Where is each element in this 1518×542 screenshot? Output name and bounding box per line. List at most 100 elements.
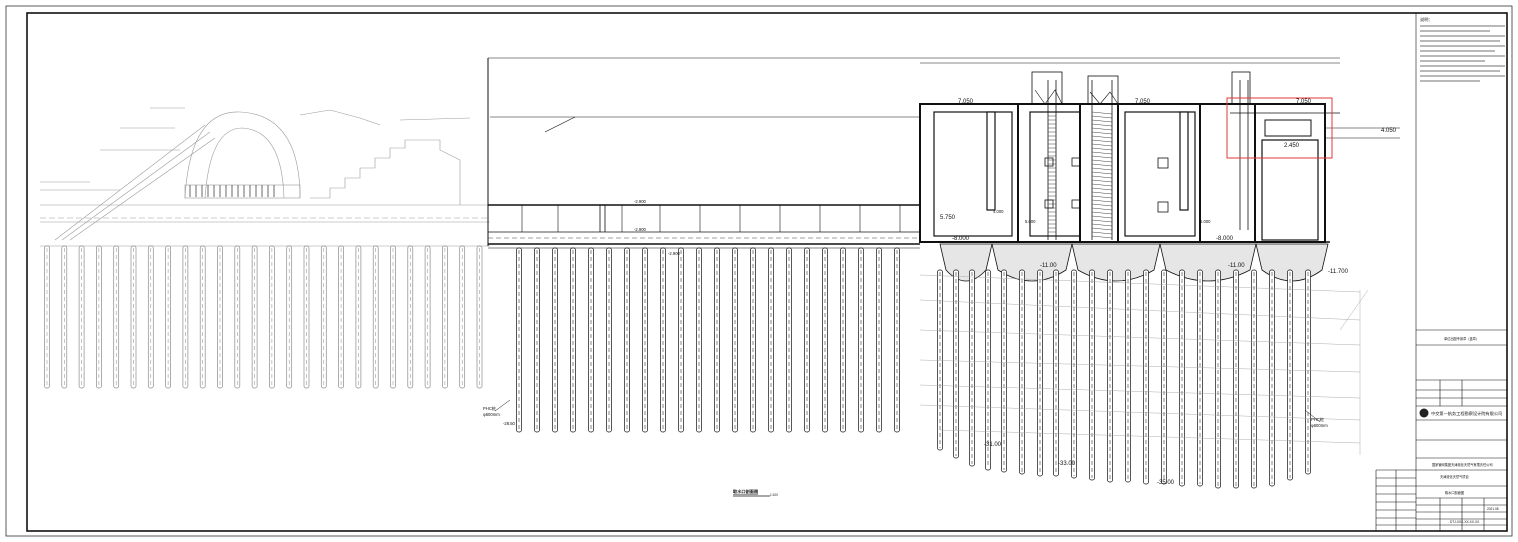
pile-tip-left: -28.50 [503, 421, 516, 426]
pile-left [130, 245, 137, 389]
elev-bottom-2: -8.000 [1216, 236, 1234, 242]
pile-tip-2: -33.00 [1058, 461, 1076, 467]
pile-middle [570, 247, 576, 433]
right-pile-group [937, 269, 1311, 489]
drawing-number: DTJ-XXX-XX-XX-XX [1450, 520, 1480, 524]
section-title: 取水口剖面图 [733, 488, 758, 495]
pile-middle [516, 247, 522, 433]
pile-left [182, 245, 189, 389]
pile-right [1089, 269, 1095, 481]
pile-middle [732, 247, 738, 433]
pile-left [442, 245, 448, 389]
pile-tip-1: -31.00 [984, 442, 1002, 448]
pile-middle [840, 247, 846, 433]
pile-left [251, 245, 258, 389]
outer-frame [5, 5, 1513, 537]
client-name: 国家管网集团天津液化天然气有限责任公司 [1432, 462, 1493, 467]
pile-middle [822, 247, 828, 433]
elev-top-left: 7.050 [958, 99, 974, 105]
pile-left [320, 245, 327, 389]
pile-middle [678, 247, 684, 433]
pile-middle [660, 247, 666, 433]
pile-left [96, 245, 102, 389]
left-ramp-structure [40, 107, 490, 247]
pile-tip-3: -35.00 [1157, 480, 1175, 486]
elev-d: 5.000 [1200, 219, 1211, 224]
pile-left [234, 245, 241, 389]
elev-base-2: -11.00 [1228, 263, 1245, 269]
middle-pile-group [516, 247, 900, 433]
pile-middle [624, 247, 630, 433]
pile-left [78, 245, 85, 389]
pile-note-right-type: PHC桩 [1311, 416, 1324, 423]
pile-note-left-dia: φ600mm [483, 412, 500, 417]
left-ramp-ribs [189, 185, 275, 197]
pile-middle [786, 247, 792, 433]
pile-left [355, 245, 362, 389]
pile-left [424, 245, 431, 389]
pile-left [338, 245, 344, 389]
pile-left [476, 245, 483, 389]
pile-left [459, 245, 466, 389]
drawing-name: 取水口剖面图 [1445, 490, 1464, 495]
pile-note-leader-right [1304, 409, 1321, 423]
inner-frame [26, 12, 1508, 532]
pile-left [372, 245, 379, 389]
pile-right [969, 269, 975, 467]
leader-lines [919, 274, 1369, 455]
pile-left [44, 245, 50, 389]
section-scale: 1:100 [770, 493, 778, 497]
pile-left [303, 245, 310, 389]
pile-left [165, 245, 171, 389]
pile-middle [552, 247, 558, 433]
elev-right-side: 4.050 [1381, 128, 1397, 134]
notes-lines [1420, 25, 1505, 82]
notes-header: 说明： [1420, 16, 1433, 23]
slab-elev-3: -2.900 [668, 251, 681, 256]
pile-middle [534, 247, 540, 433]
pile-middle [894, 247, 900, 433]
elev-base-right: -11.700 [1328, 269, 1349, 275]
ladder-rungs [1048, 111, 1113, 239]
pump-house [919, 71, 1400, 243]
pile-right [1125, 269, 1131, 483]
pile-middle [588, 247, 594, 433]
channel-section [487, 57, 1340, 249]
drawing-date: 2021.08 [1487, 507, 1499, 511]
highlight-box [1226, 97, 1333, 159]
elev-a: 5.750 [940, 215, 956, 221]
pile-left [217, 245, 223, 389]
slab-elev-1: -2.900 [634, 199, 647, 204]
left-pile-group [44, 245, 483, 389]
stamp-label: 单位出图专用章（盖章） [1444, 336, 1479, 341]
pile-left [286, 245, 293, 389]
pile-note-right-dia: φ600mm [1311, 423, 1328, 428]
pile-left [61, 245, 68, 389]
pile-middle [768, 247, 774, 433]
pile-left [199, 245, 206, 389]
pile-middle [876, 247, 882, 433]
company-name: 中交第一航务工程勘察设计院有限公司 [1431, 410, 1502, 417]
pile-note-left-type: PHC桩 [483, 405, 496, 412]
pile-middle [696, 247, 702, 433]
gravel-cushion [939, 243, 993, 282]
pile-right [1287, 269, 1293, 481]
elev-bottom-1: -8.000 [952, 236, 970, 242]
slab-elev-2: -2.900 [634, 227, 647, 232]
title-block [1375, 13, 1507, 531]
gravel-cushion [991, 243, 1073, 282]
pile-middle [750, 247, 756, 433]
pile-middle [606, 247, 612, 433]
elev-top-right: 7.050 [1296, 99, 1312, 105]
pile-left [407, 245, 414, 389]
pile-middle [804, 247, 810, 433]
elev-base-1: -11.00 [1040, 263, 1057, 269]
pile-left [390, 245, 396, 389]
pile-note-leader-left [494, 399, 511, 412]
elev-b: 4.000 [993, 209, 1004, 214]
pile-left [113, 245, 120, 389]
elev-inner: 2.450 [1284, 143, 1300, 149]
project-name: 天津液化天然气项目 [1440, 474, 1469, 479]
pile-left [147, 245, 154, 389]
